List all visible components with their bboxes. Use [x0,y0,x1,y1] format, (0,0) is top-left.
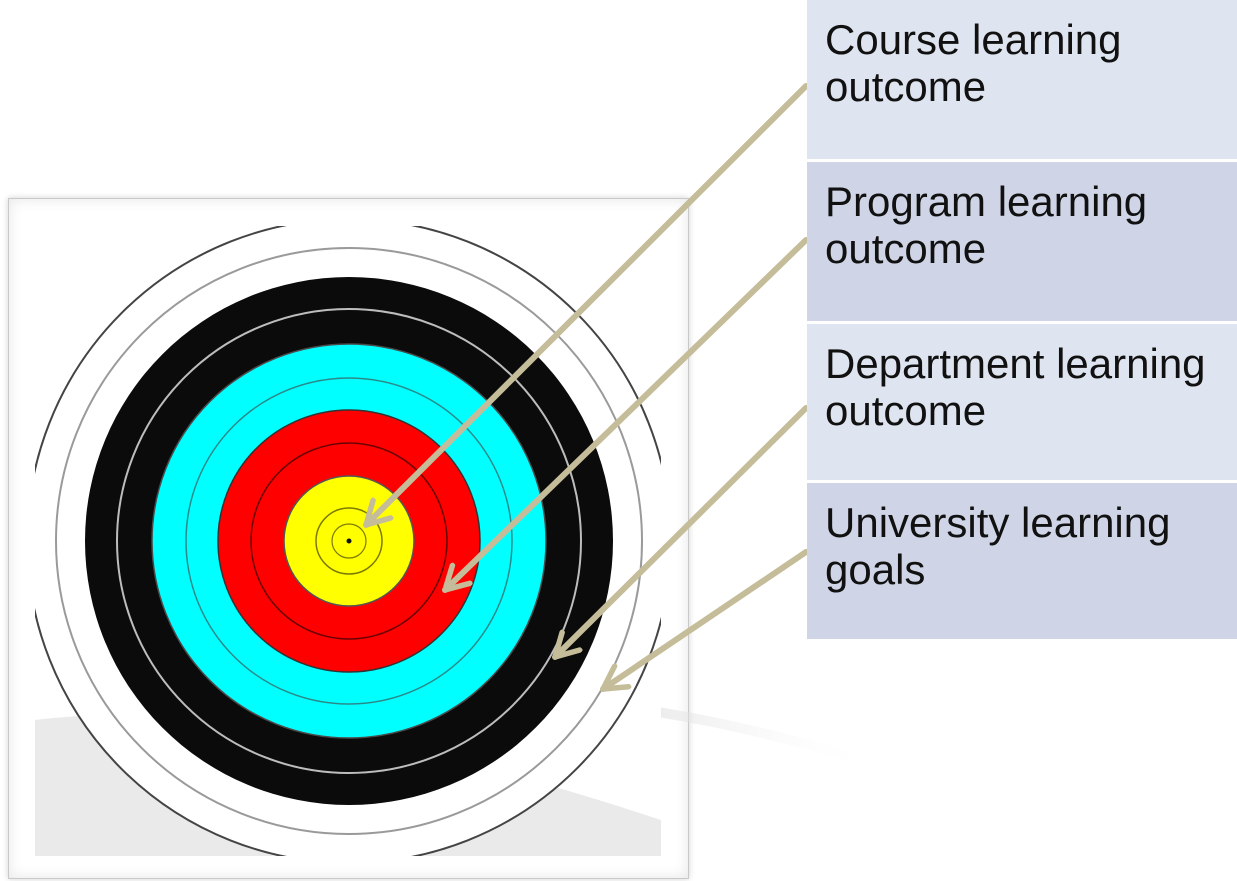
ring-gold-inner-line [315,507,383,575]
arrow-course [363,83,809,528]
arrow-university [600,549,809,692]
label-text: University learning goals [825,499,1171,593]
label-text: Department learning outcome [825,340,1206,434]
label-program-learning-outcome: Program learning outcome [807,162,1237,321]
label-text: Course learning outcome [825,16,1122,110]
arrow-department [552,405,809,660]
label-text: Program learning outcome [825,178,1148,272]
label-course-learning-outcome: Course learning outcome [807,0,1237,159]
center-dot [346,538,352,544]
arrow-program [442,237,809,593]
label-department-learning-outcome: Department learning outcome [807,324,1237,480]
ring-black-inner-line [116,308,582,774]
label-university-learning-goals: University learning goals [807,483,1237,639]
ring-red-inner-line [250,442,448,640]
ring-blue-inner-line [185,377,513,705]
ring-x-line [331,523,367,559]
ring-white-inner-line [55,247,643,835]
